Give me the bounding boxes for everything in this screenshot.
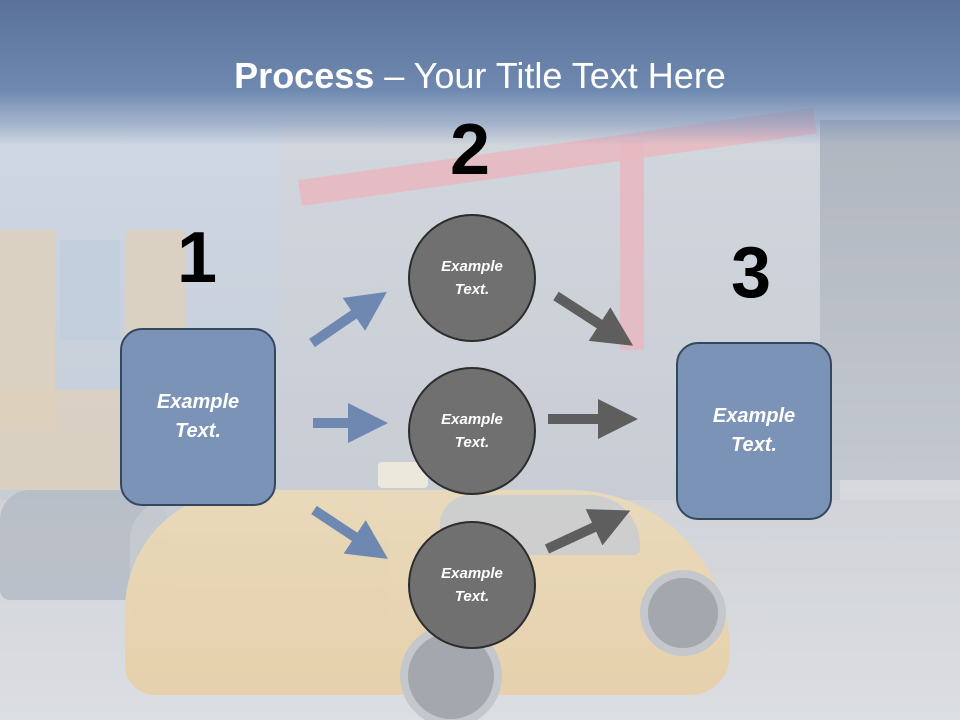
circle-top-text: Example Text. <box>441 258 503 298</box>
circle-bottom-text: Example Text. <box>441 565 503 605</box>
building-right <box>820 120 960 480</box>
circle-middle-text: Example Text. <box>441 411 503 451</box>
right-box-text: Example Text. <box>712 405 796 456</box>
left-box-text: Example Text. <box>156 391 240 442</box>
slide-title: Process – Your Title Text Here <box>0 55 960 97</box>
circle-bottom[interactable]: Example Text. <box>408 521 536 649</box>
circle-top[interactable]: Example Text. <box>408 214 536 342</box>
arrow-left-to-top <box>309 291 387 348</box>
taxi-wheel <box>640 570 726 656</box>
title-bold: Process <box>234 55 375 96</box>
arrow-top-to-right <box>553 291 634 346</box>
step-number-1: 1 <box>177 218 218 298</box>
arrow-bottom-to-right <box>544 509 631 554</box>
circle-middle[interactable]: Example Text. <box>408 367 536 495</box>
step-number-2: 2 <box>450 110 491 190</box>
arrow-left-to-bottom <box>311 505 389 559</box>
left-text-box[interactable]: Example Text. <box>120 328 276 506</box>
title-rest: – Your Title Text Here <box>374 55 726 96</box>
title-band <box>0 0 960 145</box>
right-text-box[interactable]: Example Text. <box>676 342 832 520</box>
building-left <box>0 120 285 520</box>
step-number-3: 3 <box>731 233 772 313</box>
